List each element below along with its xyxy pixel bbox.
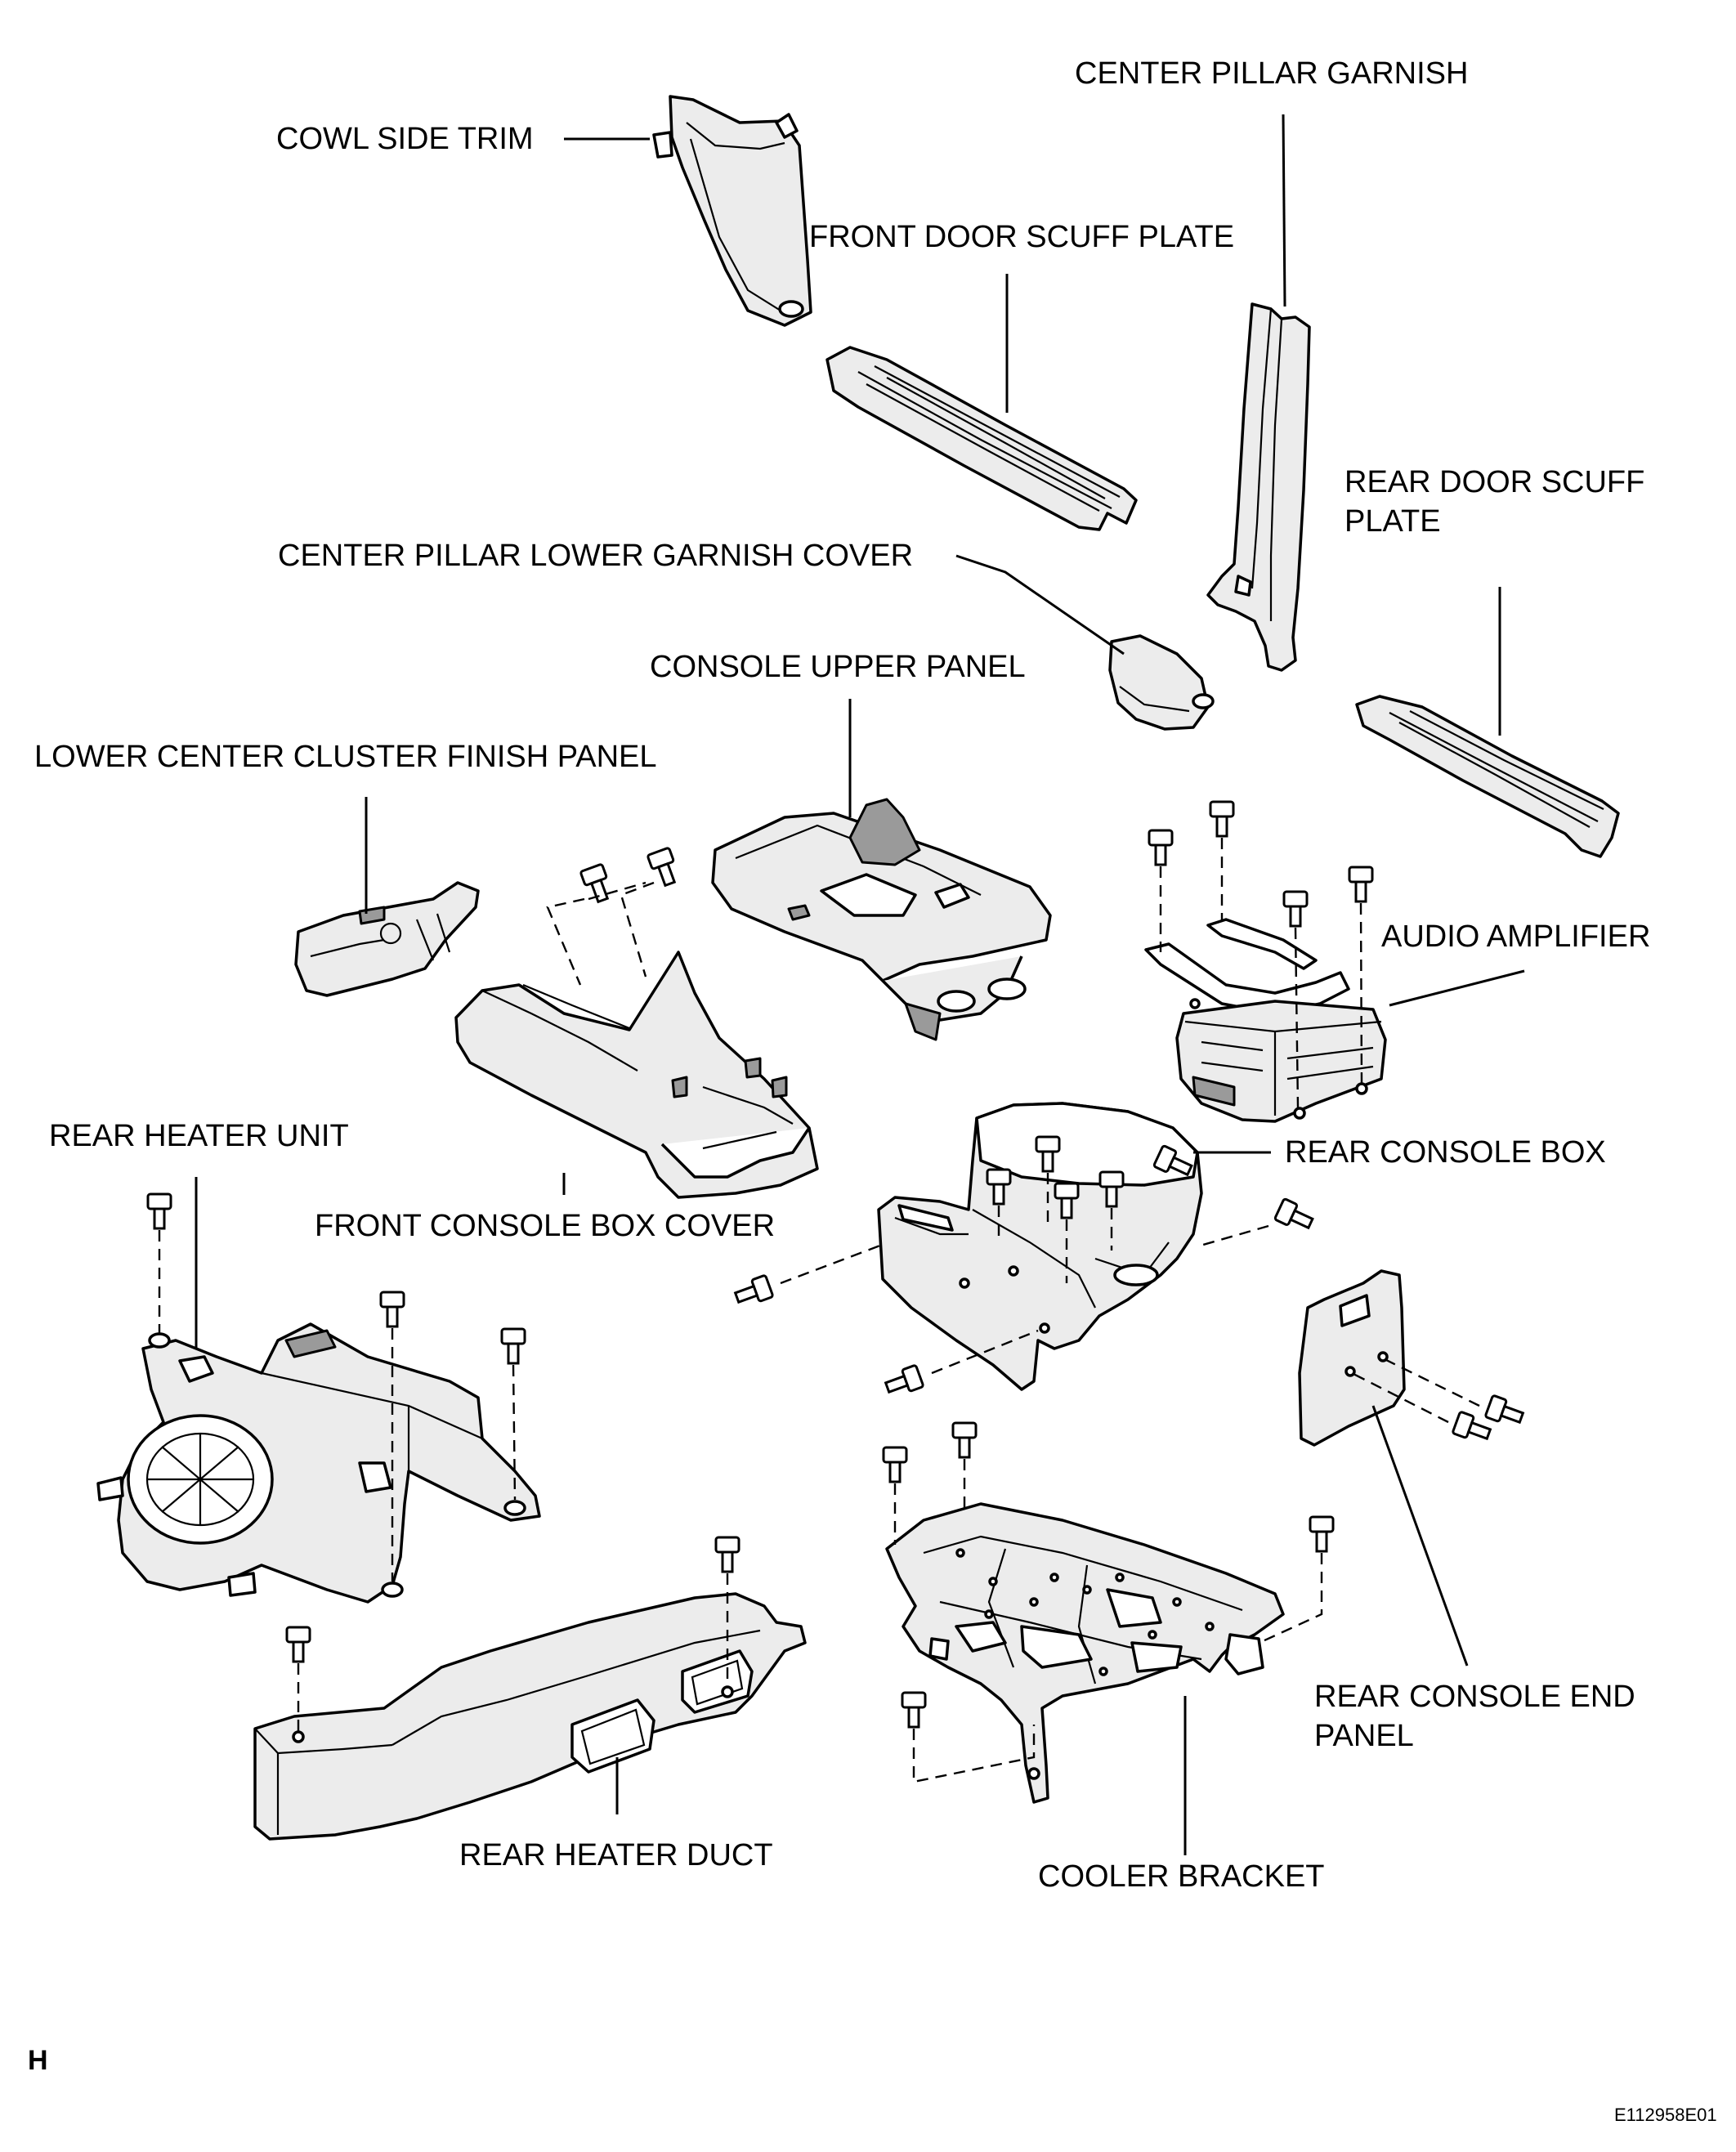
label-rear-heater-unit: REAR HEATER UNIT — [49, 1119, 349, 1153]
bolt — [647, 847, 677, 888]
center-pillar-garnish-part — [1206, 302, 1311, 672]
bolt — [1273, 1197, 1314, 1230]
bolt — [986, 1168, 1012, 1206]
rear-console-end-panel-part — [1298, 1269, 1406, 1447]
fasteners — [146, 800, 1525, 1783]
bolt — [1152, 1144, 1193, 1177]
rear-heater-unit-part — [96, 1322, 541, 1604]
label-lower-center-cluster-finish-panel: LOWER CENTER CLUSTER FINISH PANEL — [34, 740, 657, 774]
label-rear-console-end-panel-line2: PANEL — [1314, 1719, 1414, 1753]
leader-lines — [195, 114, 1525, 1855]
label-rear-heater-duct: REAR HEATER DUCT — [459, 1838, 773, 1872]
bolt — [379, 1291, 405, 1328]
label-rear-door-scuff-plate-line2: PLATE — [1345, 504, 1441, 539]
label-center-pillar-garnish: CENTER PILLAR GARNISH — [1075, 56, 1468, 91]
bolt — [733, 1274, 774, 1304]
bolt — [579, 863, 610, 904]
bolt — [1309, 1515, 1335, 1553]
figure-id: E112958E01 — [1614, 2105, 1717, 2125]
bolt — [1348, 866, 1374, 903]
cowl-side-trim-part — [652, 95, 812, 327]
cooler-bracket-holes — [955, 1548, 1215, 1676]
cooler-bracket-part — [885, 1502, 1285, 1804]
audio-amplifier-part — [1144, 918, 1387, 1123]
bolt — [1452, 1411, 1492, 1441]
rear-heater-duct-part — [253, 1592, 807, 1841]
label-center-pillar-lower-garnish-cover: CENTER PILLAR LOWER GARNISH COVER — [278, 539, 913, 573]
bolt — [1209, 800, 1235, 838]
bolt — [714, 1536, 740, 1573]
label-front-console-box-cover: FRONT CONSOLE BOX COVER — [315, 1209, 775, 1243]
front-door-scuff-plate-part — [825, 346, 1138, 531]
lower-center-cluster-finish-panel-part — [294, 881, 480, 997]
bolt — [1282, 890, 1309, 928]
bolt — [285, 1626, 311, 1663]
rear-door-scuff-plate-part — [1355, 695, 1620, 858]
label-rear-console-box: REAR CONSOLE BOX — [1285, 1135, 1606, 1170]
bolt — [1054, 1182, 1080, 1219]
label-front-door-scuff-plate: FRONT DOOR SCUFF PLATE — [809, 220, 1234, 254]
label-audio-amplifier: AUDIO AMPLIFIER — [1381, 919, 1650, 954]
bolt — [1484, 1394, 1525, 1425]
console-upper-panel-part — [711, 798, 1052, 1041]
corner-mark: H — [28, 2045, 48, 2076]
label-rear-console-end-panel-line1: REAR CONSOLE END — [1314, 1680, 1635, 1714]
label-rear-door-scuff-plate-line1: REAR DOOR SCUFF — [1345, 465, 1644, 499]
bolt — [951, 1421, 978, 1459]
bolt — [882, 1446, 908, 1483]
bolt — [901, 1691, 927, 1729]
label-cooler-bracket: COOLER BRACKET — [1038, 1859, 1325, 1894]
bolt — [1148, 829, 1174, 866]
bolt — [1098, 1170, 1125, 1208]
bolt — [1035, 1135, 1061, 1173]
bolt — [884, 1364, 924, 1394]
label-console-upper-panel: CONSOLE UPPER PANEL — [650, 650, 1026, 684]
label-cowl-side-trim: COWL SIDE TRIM — [276, 122, 534, 156]
bolt — [146, 1192, 172, 1230]
bolt — [500, 1327, 526, 1365]
part-labels: COWL SIDE TRIM CENTER PILLAR GARNISH FRO… — [34, 56, 1650, 1894]
front-console-box-cover-part — [454, 951, 819, 1199]
center-pillar-lower-garnish-cover-part — [1108, 634, 1215, 731]
